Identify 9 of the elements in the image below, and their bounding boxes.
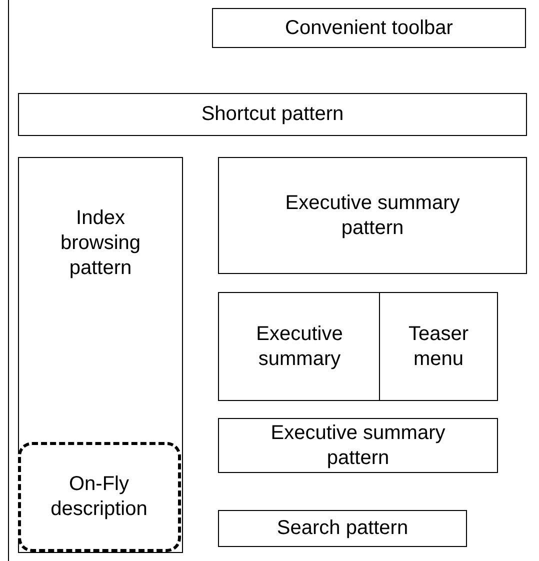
pattern-box: Shortcut pattern [18, 93, 527, 136]
pattern-panel: Index browsing pattern On-Fly description [18, 157, 183, 553]
pattern-box: Executive summary pattern [218, 157, 527, 274]
search-box: Search pattern [218, 510, 467, 547]
description-box: On-Fly description [18, 442, 180, 552]
menu-box: Teaser menu [379, 292, 498, 401]
pattern-box: Executive summary pattern [218, 418, 498, 473]
summary-box: Executive summary [218, 292, 381, 401]
toolbar-box: Convenient toolbar [212, 8, 526, 48]
